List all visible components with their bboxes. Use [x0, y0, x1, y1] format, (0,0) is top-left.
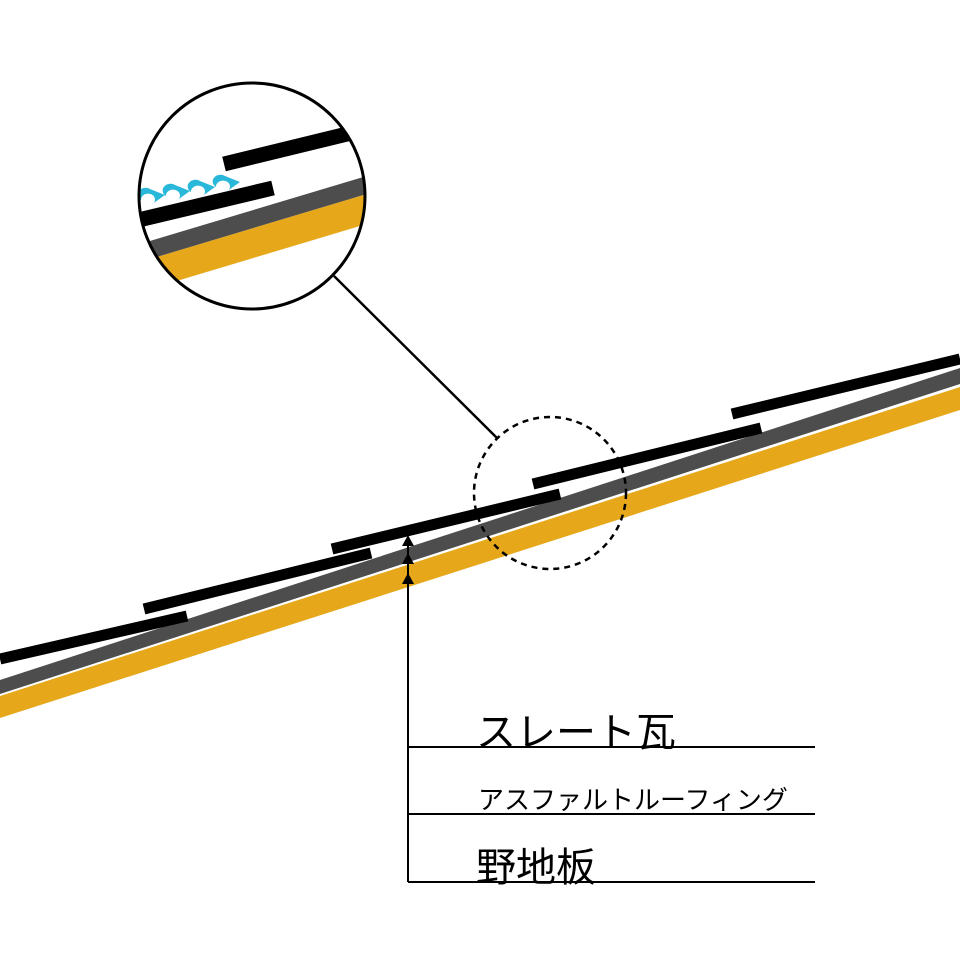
- detail-inset: [139, 83, 365, 309]
- slate-tile: [0, 610, 189, 665]
- slate-tile: [730, 353, 960, 420]
- slate-tile: [330, 488, 562, 555]
- arrowhead-icon: [402, 535, 414, 546]
- leader-line: [333, 275, 498, 439]
- label-sheathing-board: 野地板: [476, 845, 596, 891]
- slate-tile: [531, 422, 763, 490]
- arrowhead-icon: [402, 553, 414, 564]
- callout: [407, 540, 815, 883]
- detail-inset-frame: [137, 81, 367, 311]
- slate-tile: [142, 547, 373, 615]
- slate-tile: [139, 180, 275, 230]
- sheathing-board: [139, 190, 365, 295]
- water-drop-icons: [139, 174, 240, 205]
- water-drop-icon: [162, 183, 190, 201]
- water-drop-icon: [139, 187, 165, 205]
- asphalt-roofing: [139, 172, 365, 265]
- water-drop-icon: [187, 179, 215, 197]
- label-asphalt-roofing: アスファルトルーフィング: [478, 786, 788, 816]
- detail-marker-circle: [472, 415, 628, 571]
- water-drop-icon: [212, 174, 240, 192]
- arrowhead-icon: [402, 573, 414, 584]
- asphalt-roofing: [0, 368, 960, 694]
- label-slate-tile: スレート瓦: [476, 710, 676, 756]
- slate-tiles: [0, 353, 960, 665]
- sheathing-board: [0, 387, 960, 718]
